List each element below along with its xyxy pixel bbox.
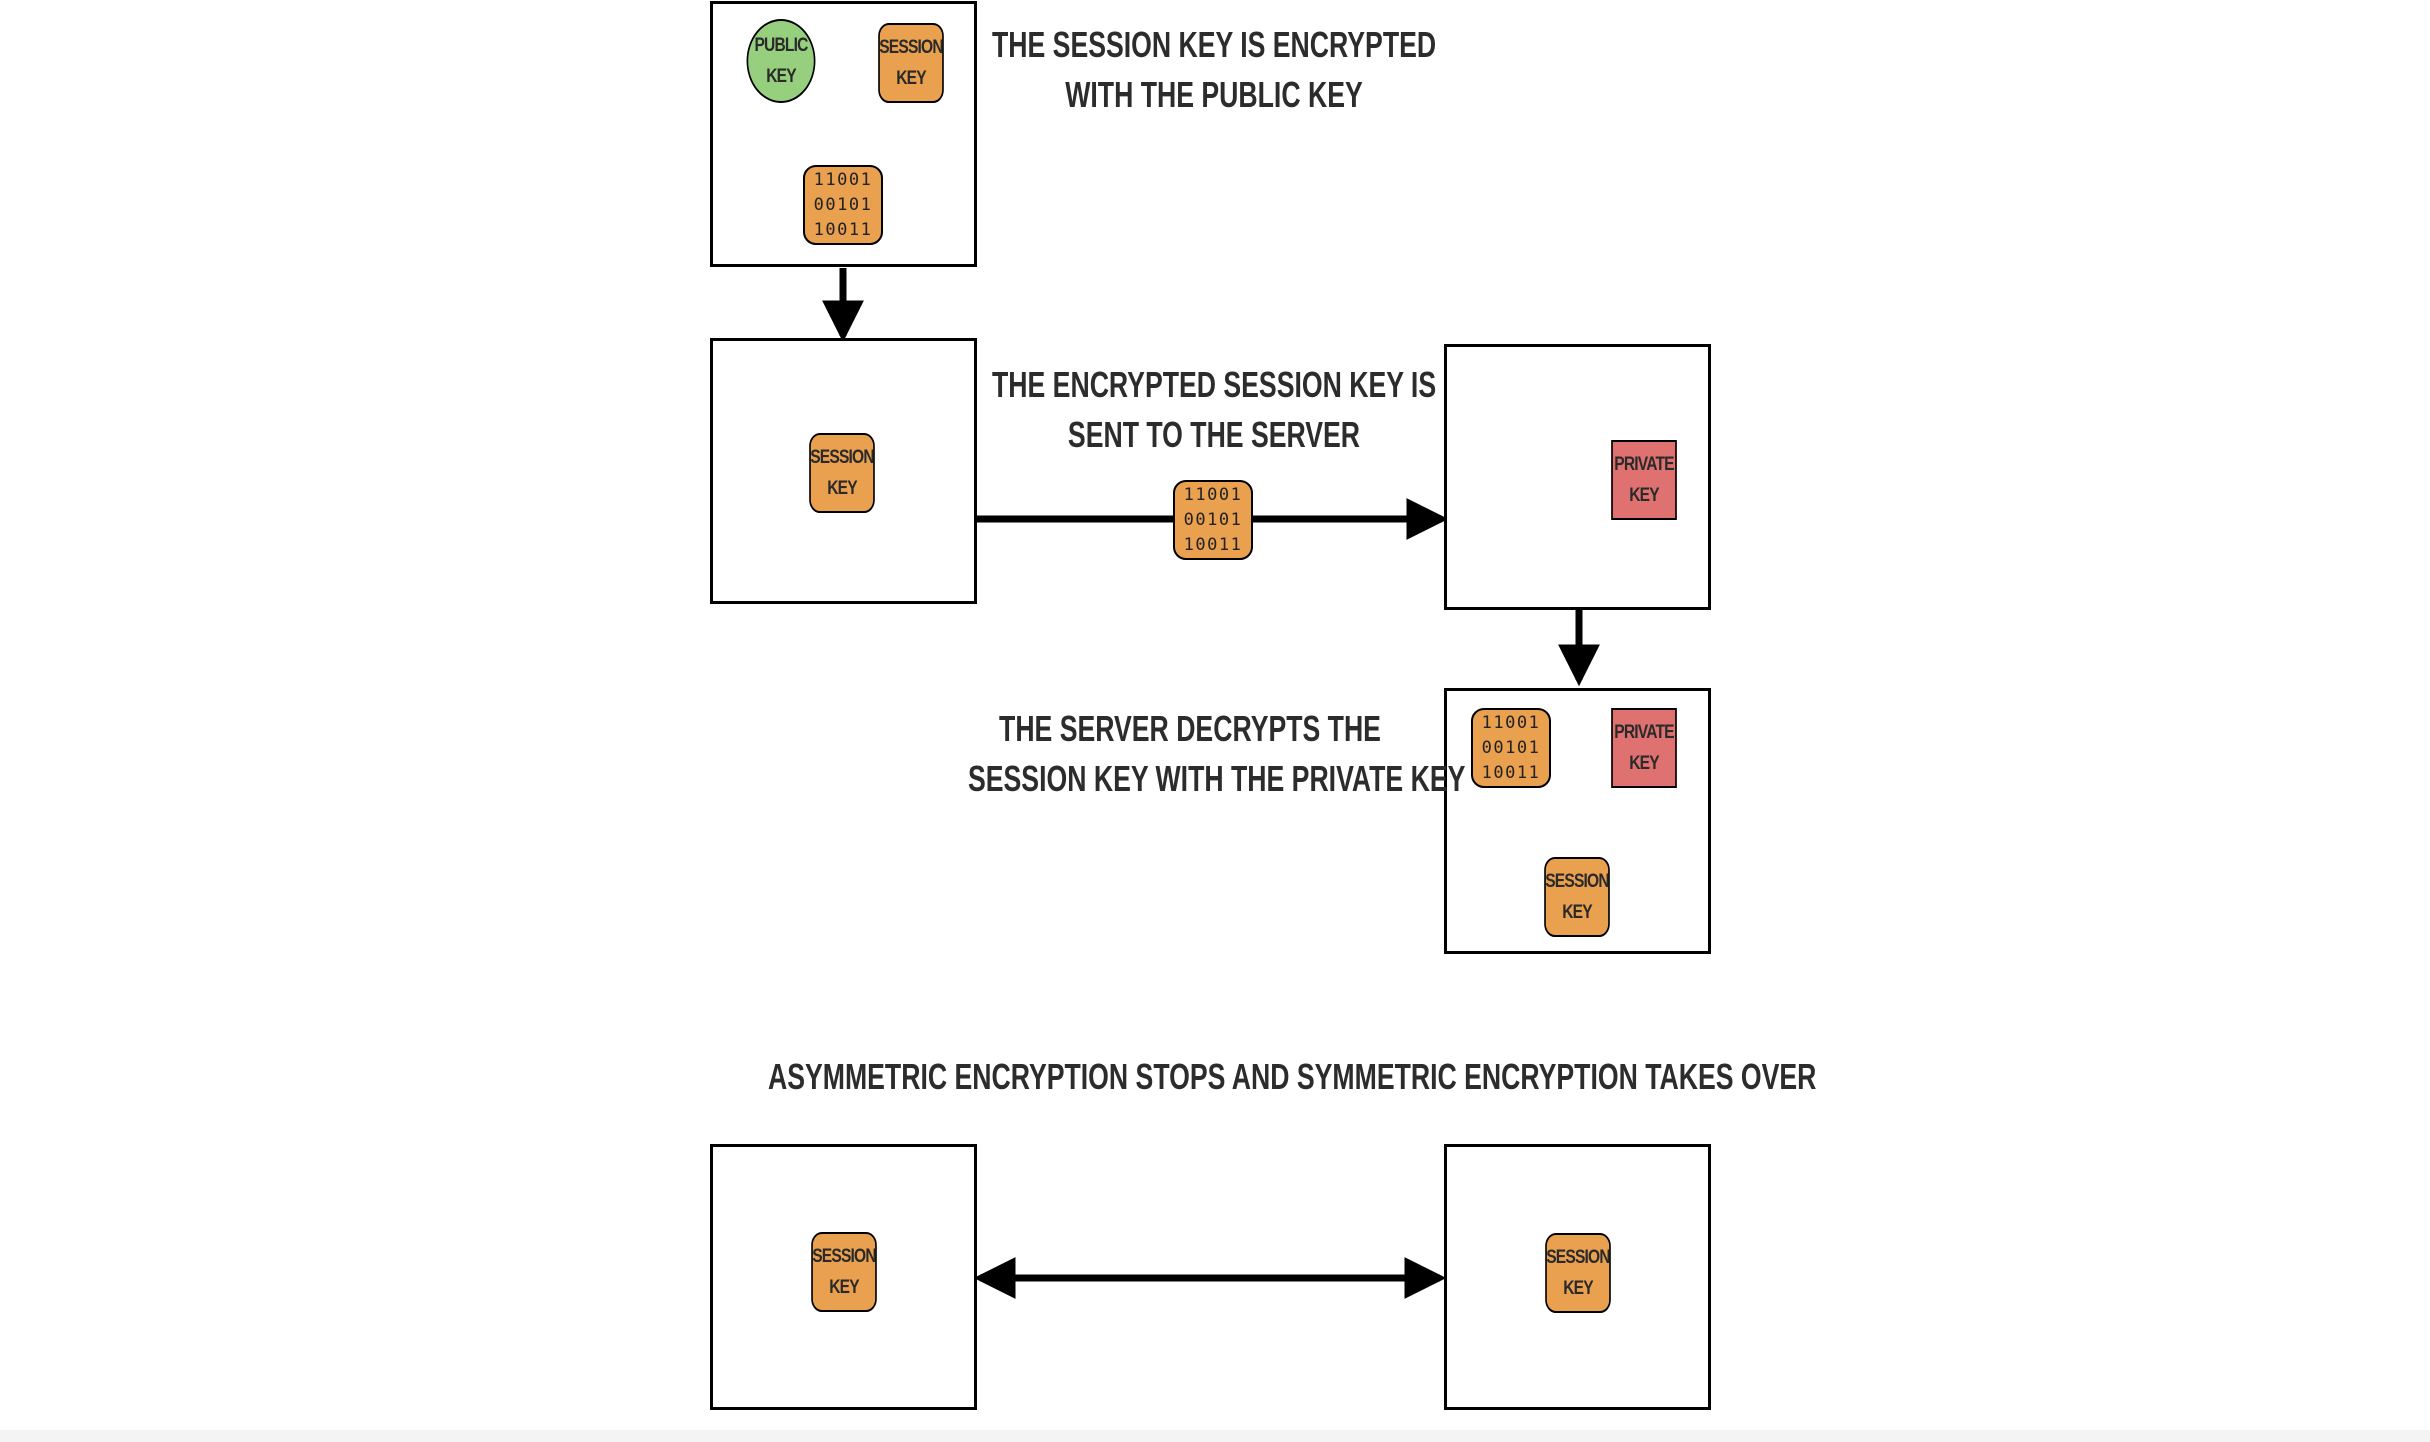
page-bottom-strip [0, 1430, 2430, 1442]
caption-step-4: ASYMMETRIC ENCRYPTION STOPS AND SYMMETRI… [768, 1056, 1817, 1097]
